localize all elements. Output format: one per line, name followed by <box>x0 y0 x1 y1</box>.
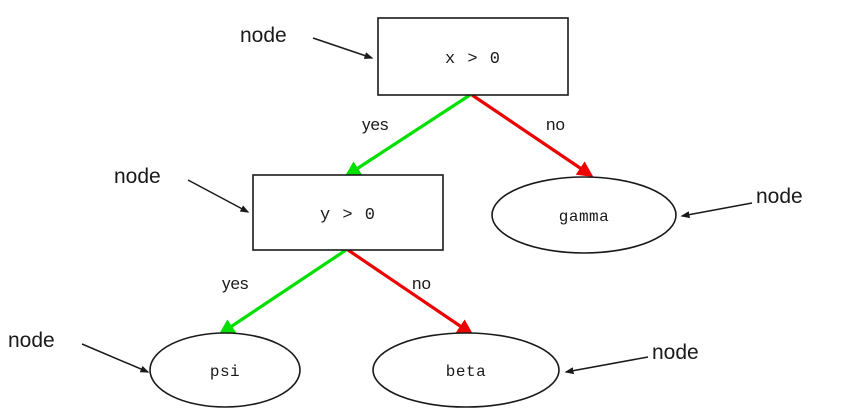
annotation-label: node <box>114 165 161 188</box>
node-label-root: x > 0 <box>445 50 501 69</box>
leaf-node-beta[interactable]: beta <box>372 332 560 408</box>
decision-node-second[interactable]: y > 0 <box>252 174 444 251</box>
edge-label-second-yes: yes <box>222 274 248 293</box>
annotation-leader-line <box>187 179 250 213</box>
leaf-node-gamma[interactable]: gamma <box>491 176 677 254</box>
annotation-psi: node <box>8 329 150 373</box>
annotation-leader-line <box>312 37 374 59</box>
annotation-leader-line <box>680 202 753 219</box>
annotation-leader-line <box>81 343 150 373</box>
annotation-label: node <box>240 24 287 47</box>
node-box <box>377 17 569 96</box>
annotation-label: node <box>756 185 803 208</box>
annotation-label: node <box>652 341 699 364</box>
node-ellipse <box>149 332 301 408</box>
node-box <box>252 174 444 251</box>
edge-second-no <box>347 248 474 336</box>
edge-second-yes <box>218 248 347 335</box>
edge-root-yes <box>344 93 471 177</box>
annotation-root: node <box>240 24 374 59</box>
node-label-gamma: gamma <box>559 208 610 226</box>
annotation-second: node <box>114 165 250 213</box>
branch-edges <box>218 93 594 336</box>
annotation-leader-line <box>564 356 649 375</box>
edge-label-root-yes: yes <box>362 115 388 134</box>
annotation-label: node <box>8 329 55 352</box>
node-ellipse <box>372 332 560 408</box>
node-ellipse <box>491 176 677 254</box>
node-label-psi: psi <box>210 363 240 381</box>
annotation-gamma: node <box>680 185 803 219</box>
node-label-second: y > 0 <box>320 206 376 225</box>
node-label-beta: beta <box>446 363 486 381</box>
edge-label-root-no: no <box>546 115 565 134</box>
edge-labels: yes no yes no <box>222 115 565 293</box>
leaf-node-psi[interactable]: psi <box>149 332 301 408</box>
annotation-beta: node <box>564 341 699 375</box>
edge-root-no <box>471 93 594 178</box>
edge-label-second-no: no <box>412 274 431 293</box>
decision-node-root[interactable]: x > 0 <box>377 17 569 96</box>
